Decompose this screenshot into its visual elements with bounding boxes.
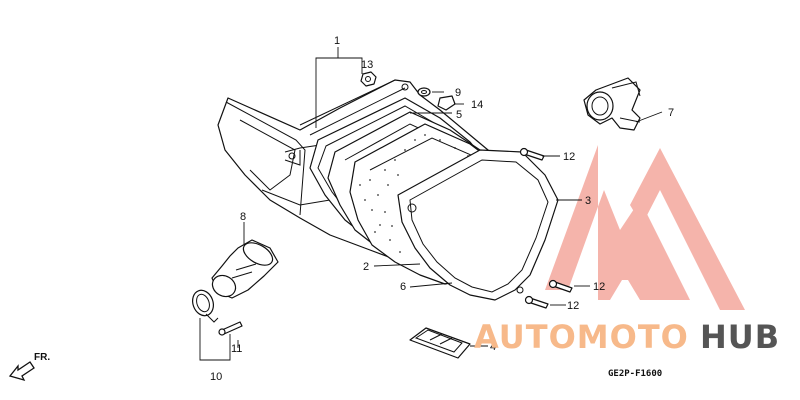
callout-11: 11 [231,343,242,355]
callout-12-top: 12 [563,151,575,163]
clamp-band [192,289,219,323]
callout-2: 2 [363,261,369,273]
callout-14: 14 [471,99,483,111]
callout-9: 9 [455,87,461,99]
callouts: 1 13 9 14 5 7 12 3 8 2 6 12 12 4 11 10 [210,35,674,383]
callout-12-mid: 12 [593,281,605,293]
screw-12-top [519,147,545,161]
collar-9 [417,87,431,97]
intake-snorkel [583,77,641,131]
callout-4: 4 [490,341,496,353]
callout-13: 13 [361,59,373,71]
leader-lines [199,47,663,361]
watermark-text: AUTOMOTO HUB [474,318,780,356]
callout-5: 5 [456,109,462,121]
screw-12-bottom [524,295,549,309]
front-direction-indicator: FR. [8,352,50,382]
connecting-tube [211,239,279,299]
callout-12-bottom: 12 [567,300,579,312]
watermark-logo-mark [545,145,745,310]
callout-6: 6 [400,281,406,293]
nut-13 [360,71,377,87]
watermark-automoto: AUTOMOTO [474,318,689,356]
clamp-screw [218,321,243,336]
front-label: FR. [34,352,50,363]
screw-12-mid [548,279,573,293]
diagram-code: GE2P-F1600 [608,369,662,379]
callout-7: 7 [668,107,674,119]
front-arrow-icon [8,361,35,382]
pad-4 [409,327,471,359]
callout-3: 3 [585,195,591,207]
air-cleaner-cover [397,149,559,301]
grommet-14 [437,95,456,111]
watermark-hub: HUB [700,318,780,356]
callout-10: 10 [210,371,222,383]
callout-8: 8 [240,211,246,223]
callout-1: 1 [334,35,340,47]
